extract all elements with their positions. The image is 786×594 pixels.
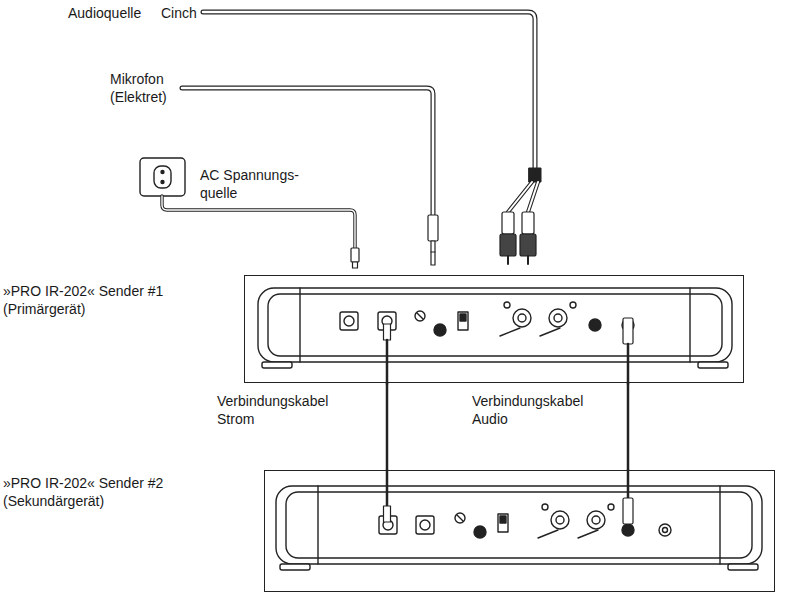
part-label: AC Spannungs- quelle <box>200 166 310 202</box>
cable-label: Verbindungskabel Strom <box>215 392 344 428</box>
transmitter-frame: »PRO IR-202« Sender #2 (Sekundärgerät) <box>264 470 775 592</box>
cable-splitter <box>529 168 541 182</box>
part-label: Mikrofon (Elektret) <box>110 70 190 106</box>
ac-adapter <box>140 158 185 196</box>
cinch-branch-core <box>508 182 538 212</box>
part-label: Audioquelle <box>68 4 158 22</box>
jack-plug <box>428 215 438 265</box>
transmitter-device <box>276 486 762 570</box>
mic-cable-core <box>182 88 433 215</box>
power-cable <box>162 196 355 248</box>
mic-cable <box>182 88 433 215</box>
transmitter-frame: »PRO IR-202« Sender #1 (Primärgerät) <box>244 275 744 383</box>
rca-plug <box>500 212 536 264</box>
connection-cable <box>627 383 630 470</box>
transmitter-device <box>258 288 732 368</box>
device-label: »PRO IR-202« Sender #1 (Primärgerät) <box>3 282 203 318</box>
device-label: »PRO IR-202« Sender #2 (Sekundärgerät) <box>3 474 213 510</box>
cable-plug <box>384 318 634 384</box>
cinch-branch <box>508 182 538 212</box>
power-cable-core <box>162 196 355 248</box>
cable-label: Verbindungskabel Audio <box>470 392 599 428</box>
connection-cable <box>386 383 389 470</box>
part-label: Cinch <box>161 4 201 22</box>
dc-plug <box>351 248 359 268</box>
cable-plug <box>384 470 634 524</box>
